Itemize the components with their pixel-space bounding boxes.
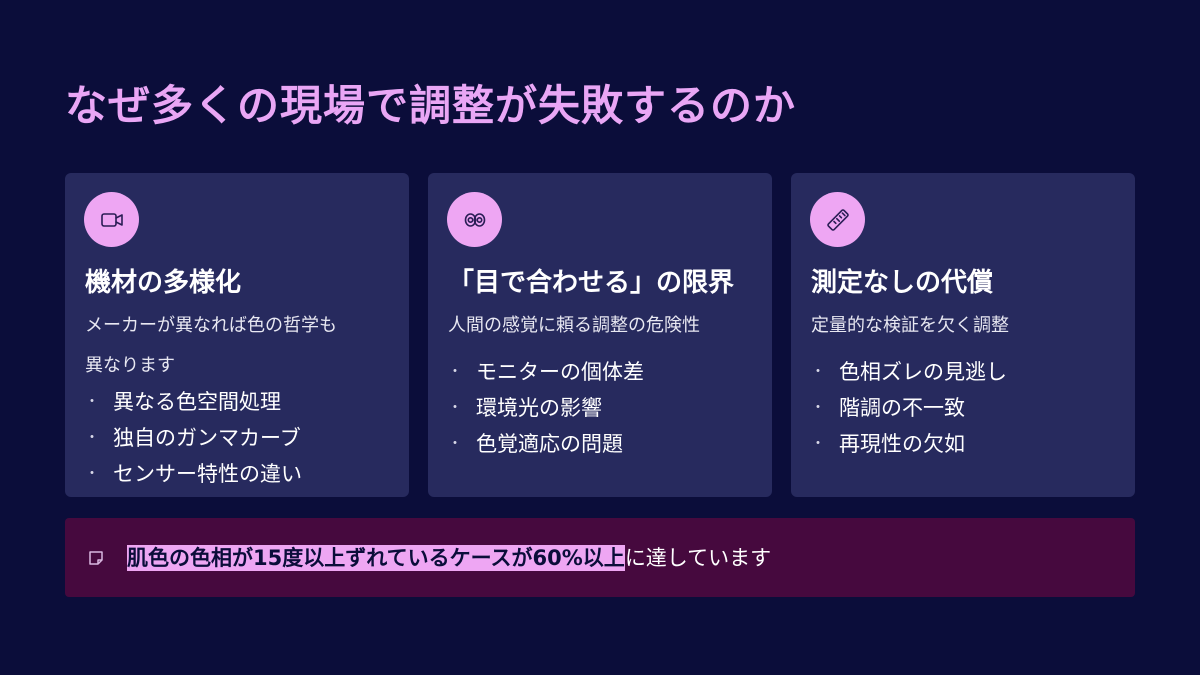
list-item: ・異なる色空間処理 — [85, 390, 281, 414]
card-subtitle: 定量的な検証を欠く調整 — [811, 315, 1009, 336]
list-item: ・モニターの個体差 — [448, 360, 644, 384]
card-cost-of-no-measurement: 測定なしの代償 定量的な検証を欠く調整 ・色相ズレの見逃し ・階調の不一致 ・再… — [791, 173, 1135, 497]
card-list: ・モニターの個体差 ・環境光の影響 ・色覚適応の問題 — [448, 353, 644, 461]
video-camera-icon — [84, 192, 139, 247]
bullet: ・ — [811, 364, 825, 380]
callout-rest: に達しています — [624, 545, 772, 570]
card-eye-matching-limits: 「目で合わせる」の限界 人間の感覚に頼る調整の危険性 ・モニターの個体差 ・環境… — [428, 173, 772, 497]
bullet: ・ — [448, 364, 462, 380]
card-list: ・異なる色空間処理 ・独自のガンマカーブ ・センサー特性の違い — [85, 383, 302, 491]
bullet: ・ — [85, 466, 99, 482]
card-subtitle: 人間の感覚に頼る調整の危険性 — [448, 315, 700, 336]
slide-title: なぜ多くの現場で調整が失敗するのか — [65, 81, 797, 130]
callout-banner: 肌色の色相が15度以上ずれているケースが60%以上に達しています — [65, 518, 1135, 597]
card-heading: 「目で合わせる」の限界 — [448, 268, 735, 298]
ruler-icon — [810, 192, 865, 247]
list-item: ・色相ズレの見逃し — [811, 360, 1007, 384]
bullet: ・ — [448, 400, 462, 416]
card-list: ・色相ズレの見逃し ・階調の不一致 ・再現性の欠如 — [811, 353, 1007, 461]
list-item: ・階調の不一致 — [811, 396, 965, 420]
list-item: ・再現性の欠如 — [811, 432, 965, 456]
bullet: ・ — [811, 436, 825, 452]
bullet: ・ — [85, 394, 99, 410]
callout-highlight: 肌色の色相が15度以上ずれているケースが60%以上 — [127, 544, 625, 571]
list-item: ・独自のガンマカーブ — [85, 426, 301, 450]
card-equipment-diversity: 機材の多様化 メーカーが異なれば色の哲学も異なります ・異なる色空間処理 ・独自… — [65, 173, 409, 497]
bullet: ・ — [85, 430, 99, 446]
list-item: ・色覚適応の問題 — [448, 432, 623, 456]
list-item: ・環境光の影響 — [448, 396, 602, 420]
callout-text: 肌色の色相が15度以上ずれているケースが60%以上に達しています — [127, 543, 771, 573]
card-heading: 機材の多様化 — [85, 268, 242, 298]
note-icon — [89, 550, 103, 565]
card-subtitle: メーカーが異なれば色の哲学も異なります — [85, 315, 337, 376]
bullet: ・ — [448, 436, 462, 452]
card-heading: 測定なしの代償 — [811, 268, 994, 298]
bullet: ・ — [811, 400, 825, 416]
list-item: ・センサー特性の違い — [85, 462, 302, 486]
eyes-icon — [447, 192, 502, 247]
